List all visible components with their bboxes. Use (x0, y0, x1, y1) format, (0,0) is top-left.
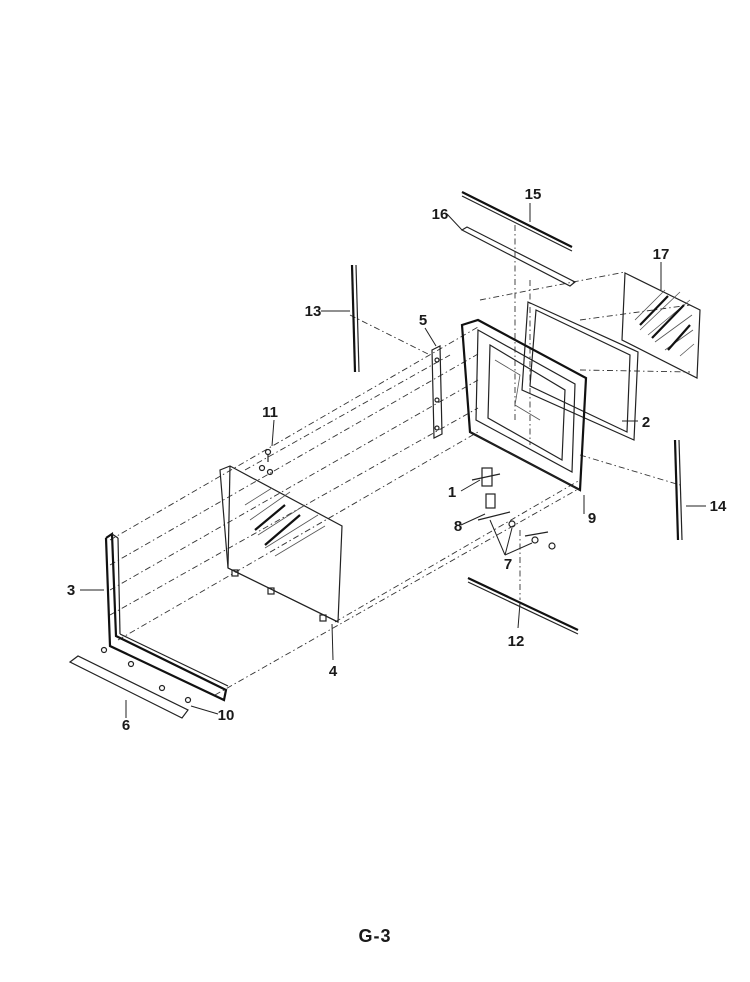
part-5-hinge-bracket (431, 345, 443, 439)
callout-14: 14 (710, 498, 727, 515)
callout-15: 15 (525, 186, 542, 203)
part-3-handle-frame (104, 531, 229, 702)
callout-leaders (80, 203, 706, 718)
callout-labels: 1 2 3 4 5 6 7 8 9 10 11 12 13 14 15 16 1… (67, 186, 727, 734)
part-15-top-gasket (461, 191, 573, 252)
callout-7: 7 (504, 556, 512, 573)
callout-6: 6 (122, 717, 130, 734)
callout-11: 11 (262, 404, 278, 421)
callout-10: 10 (218, 707, 235, 724)
part-10-screws (100, 646, 192, 704)
part-1-7-8-hinge-hardware (471, 467, 556, 550)
callout-2: 2 (642, 414, 650, 431)
part-11-screws (258, 448, 274, 476)
callout-8: 8 (454, 518, 462, 535)
part-16-top-trim (460, 226, 577, 287)
callout-17: 17 (653, 246, 670, 263)
alignment-lines (109, 225, 691, 696)
part-13-left-gasket (350, 264, 360, 373)
callout-4: 4 (329, 663, 338, 680)
callout-13: 13 (305, 303, 322, 320)
part-6-bottom-trim (68, 655, 189, 719)
part-17-glass-panel (621, 272, 701, 379)
callout-16: 16 (432, 206, 449, 223)
callout-1: 1 (448, 484, 456, 501)
part-12-bottom-gasket (467, 577, 579, 635)
callout-3: 3 (67, 582, 75, 599)
part-14-right-gasket (673, 439, 683, 541)
page-code: G-3 (358, 926, 392, 946)
callout-5: 5 (419, 312, 427, 329)
callout-9: 9 (588, 510, 596, 527)
callout-12: 12 (508, 633, 525, 650)
part-4-outer-door-panel (219, 465, 343, 623)
part-9-inner-door-frame (460, 318, 588, 492)
